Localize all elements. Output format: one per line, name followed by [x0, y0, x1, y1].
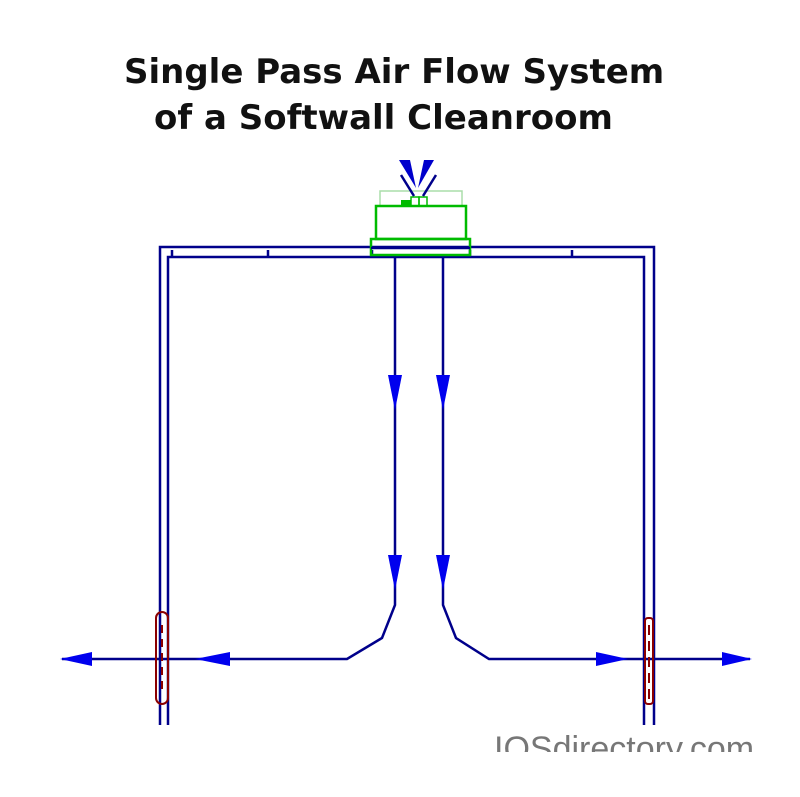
arrow-right-icon	[596, 652, 628, 666]
arrow-left-icon	[60, 652, 92, 666]
softwall-curtain-left	[155, 611, 169, 705]
arrow-down-icon	[388, 375, 402, 410]
arrow-down-icon	[436, 375, 450, 410]
fan-filter-unit	[369, 190, 472, 257]
title-line-2: of a Softwall Cleanroom	[154, 98, 613, 138]
air-intake-icon	[399, 160, 438, 197]
title-line-1: Single Pass Air Flow System	[124, 52, 665, 92]
softwall-curtain-right	[644, 617, 654, 705]
cleanroom-frame	[158, 245, 656, 725]
flow-arrows	[60, 375, 752, 666]
arrow-left-icon	[195, 652, 230, 666]
airflow-left	[62, 257, 397, 661]
arrow-down-icon	[436, 555, 450, 590]
arrow-down-icon	[388, 555, 402, 590]
watermark: IQSdirectory.com	[494, 730, 755, 752]
airflow-right	[441, 257, 750, 661]
arrow-right-icon	[722, 652, 752, 666]
